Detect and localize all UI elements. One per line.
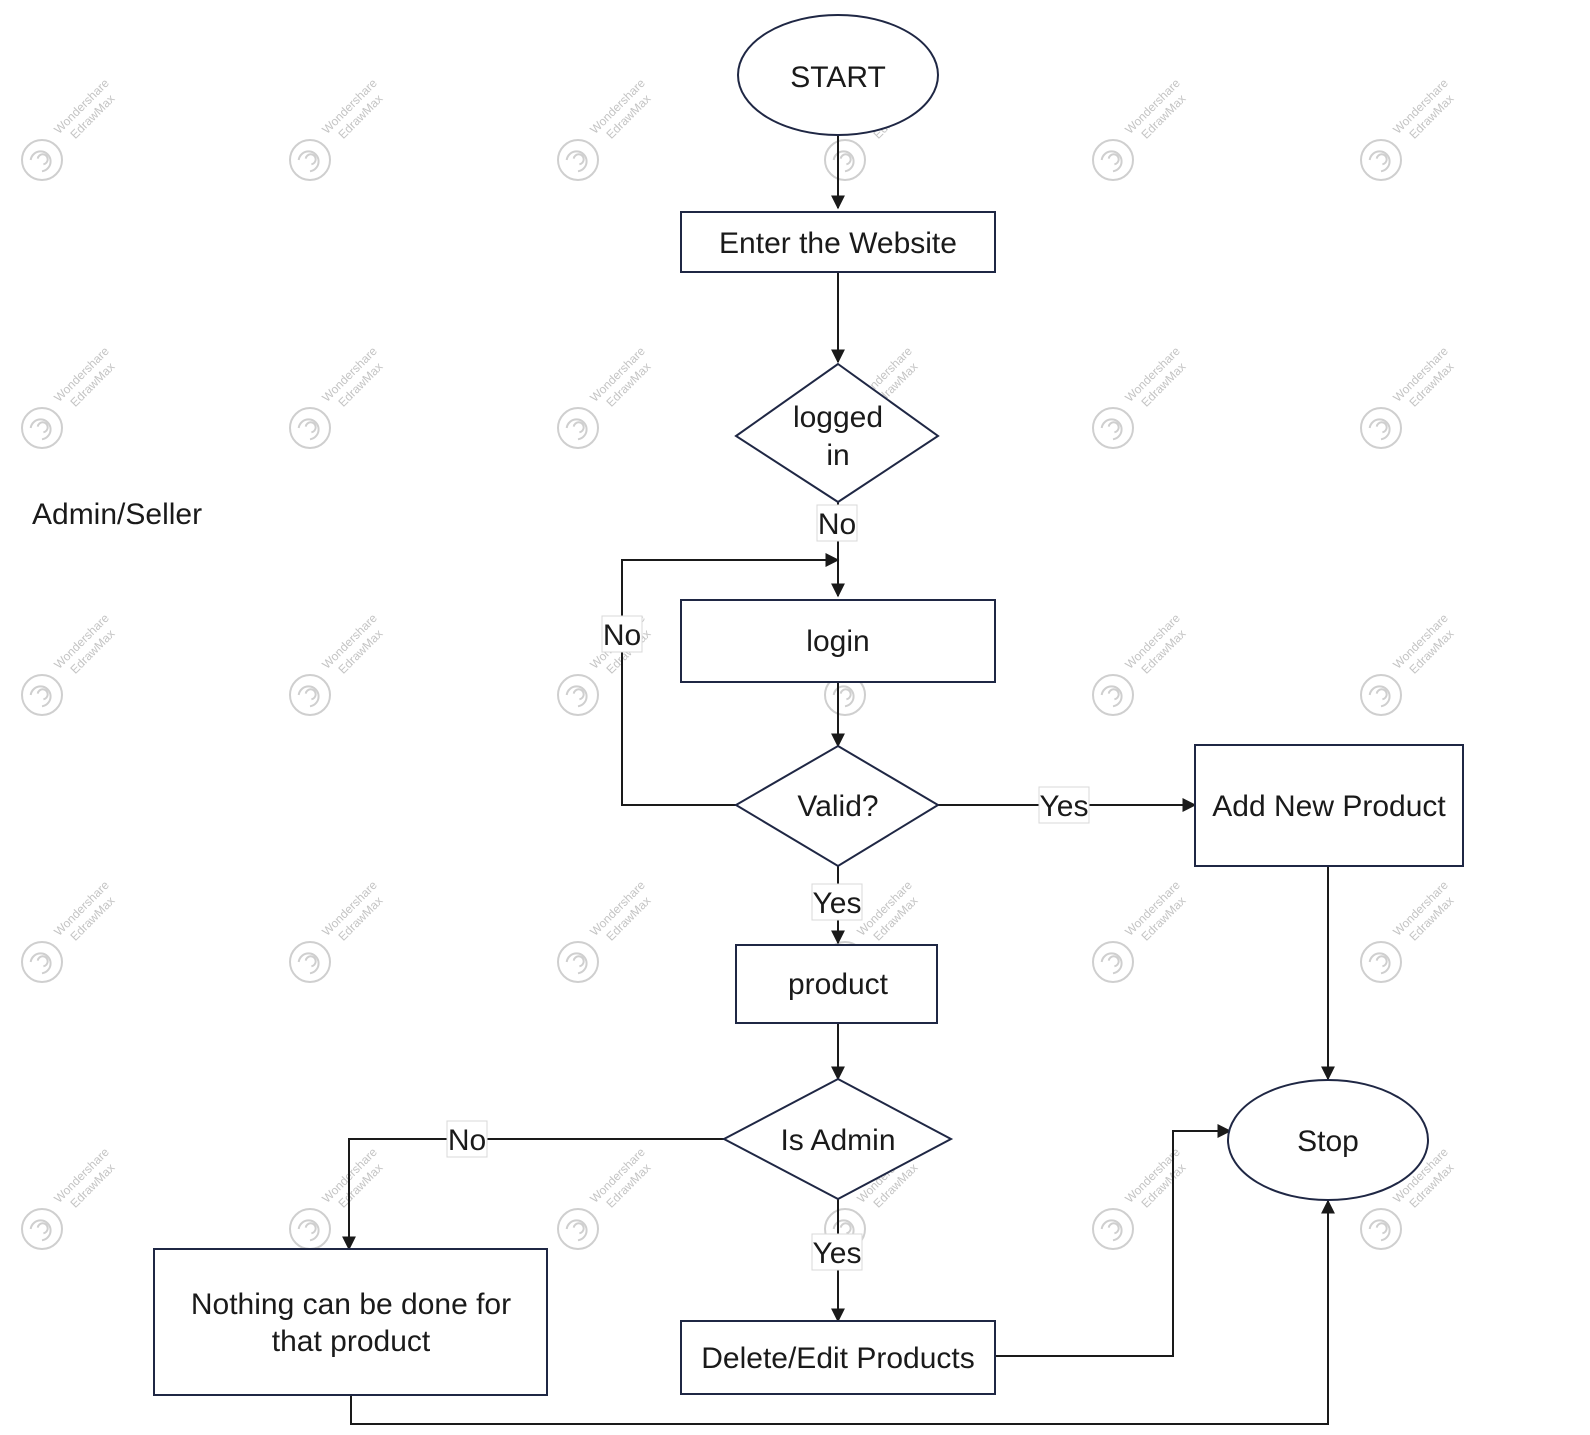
- start-label: START: [790, 61, 886, 94]
- edrawmax-logo-icon: [289, 1208, 331, 1250]
- svg-text:Yes: Yes: [813, 1237, 862, 1270]
- edrawmax-logo-icon: [824, 139, 866, 181]
- edrawmax-logo-icon: [557, 407, 599, 449]
- nothing-node: Nothing can be done for that product: [153, 1248, 548, 1396]
- delete-edit-node: Delete/Edit Products: [680, 1320, 996, 1395]
- logged-in-decision: logged in: [734, 362, 940, 504]
- product-node: product: [735, 944, 938, 1024]
- edrawmax-logo-icon: [1360, 941, 1402, 983]
- edrawmax-logo-icon: [1360, 674, 1402, 716]
- product-label: product: [788, 968, 889, 1001]
- delete-edit-label: Delete/Edit Products: [701, 1342, 974, 1375]
- is-admin-decision: Is Admin: [721, 1077, 954, 1201]
- edrawmax-logo-icon: [1360, 1208, 1402, 1250]
- stop-node: Stop: [1227, 1079, 1429, 1201]
- logged-in-label-line2: in: [826, 439, 849, 472]
- svg-text:No: No: [603, 619, 641, 652]
- svg-text:No: No: [818, 508, 856, 541]
- edrawmax-logo-icon: [1092, 407, 1134, 449]
- edge-label-logged-in-no: No: [816, 504, 858, 542]
- edge-nothing-to-stop: [350, 1199, 1335, 1425]
- edge-label-valid-yes-down: Yes: [811, 883, 863, 921]
- nothing-label-line2: that product: [272, 1325, 431, 1358]
- edrawmax-logo-icon: [557, 941, 599, 983]
- edge-label-valid-yes-right: Yes: [1038, 786, 1090, 824]
- edrawmax-logo-icon: [1092, 941, 1134, 983]
- valid-label: Valid?: [797, 790, 878, 823]
- edges: [342, 135, 1335, 1425]
- add-new-product-label: Add New Product: [1212, 790, 1446, 823]
- side-label: Admin/Seller: [32, 498, 202, 531]
- edrawmax-logo-icon: [1092, 139, 1134, 181]
- edrawmax-logo-icon: [1092, 1208, 1134, 1250]
- edge-valid-no-loop: [621, 553, 840, 806]
- login-node: login: [680, 599, 996, 683]
- edge-is-admin-no-to-nothing: [342, 1138, 724, 1251]
- svg-text:Yes: Yes: [813, 887, 862, 920]
- enter-website-node: Enter the Website: [680, 211, 996, 273]
- edrawmax-logo-icon: [1092, 674, 1134, 716]
- edge-label-valid-no: No: [601, 615, 643, 653]
- edrawmax-logo-icon: [20, 674, 63, 716]
- edrawmax-logo-icon: [557, 139, 599, 181]
- edrawmax-logo-icon: [289, 941, 331, 983]
- start-node: START: [737, 14, 939, 136]
- edge-delete-to-stop: [995, 1124, 1232, 1357]
- edrawmax-logo-icon: [557, 1208, 599, 1250]
- add-new-product-node: Add New Product: [1194, 744, 1464, 867]
- edrawmax-logo-icon: [20, 1208, 63, 1250]
- edge-label-is-admin-no: No: [446, 1120, 488, 1158]
- is-admin-label: Is Admin: [780, 1124, 895, 1157]
- logged-in-label-line1: logged: [793, 401, 883, 434]
- enter-website-label: Enter the Website: [719, 227, 957, 260]
- edge-label-is-admin-yes: Yes: [811, 1233, 863, 1271]
- edrawmax-logo-icon: [20, 941, 63, 983]
- edrawmax-logo-icon: [1360, 139, 1402, 181]
- nothing-label-line1: Nothing can be done for: [191, 1288, 511, 1321]
- stop-label: Stop: [1297, 1125, 1359, 1158]
- edrawmax-logo-icon: [1360, 407, 1402, 449]
- login-label: login: [806, 625, 869, 658]
- edrawmax-logo-icon: [20, 139, 63, 181]
- edrawmax-logo-icon: [289, 139, 331, 181]
- edrawmax-logo-icon: [20, 407, 63, 449]
- svg-text:Yes: Yes: [1040, 790, 1089, 823]
- edrawmax-logo-icon: [289, 407, 331, 449]
- valid-decision: Valid?: [734, 744, 940, 868]
- svg-text:No: No: [448, 1124, 486, 1157]
- edrawmax-logo-icon: [557, 674, 599, 716]
- edrawmax-logo-icon: [289, 674, 331, 716]
